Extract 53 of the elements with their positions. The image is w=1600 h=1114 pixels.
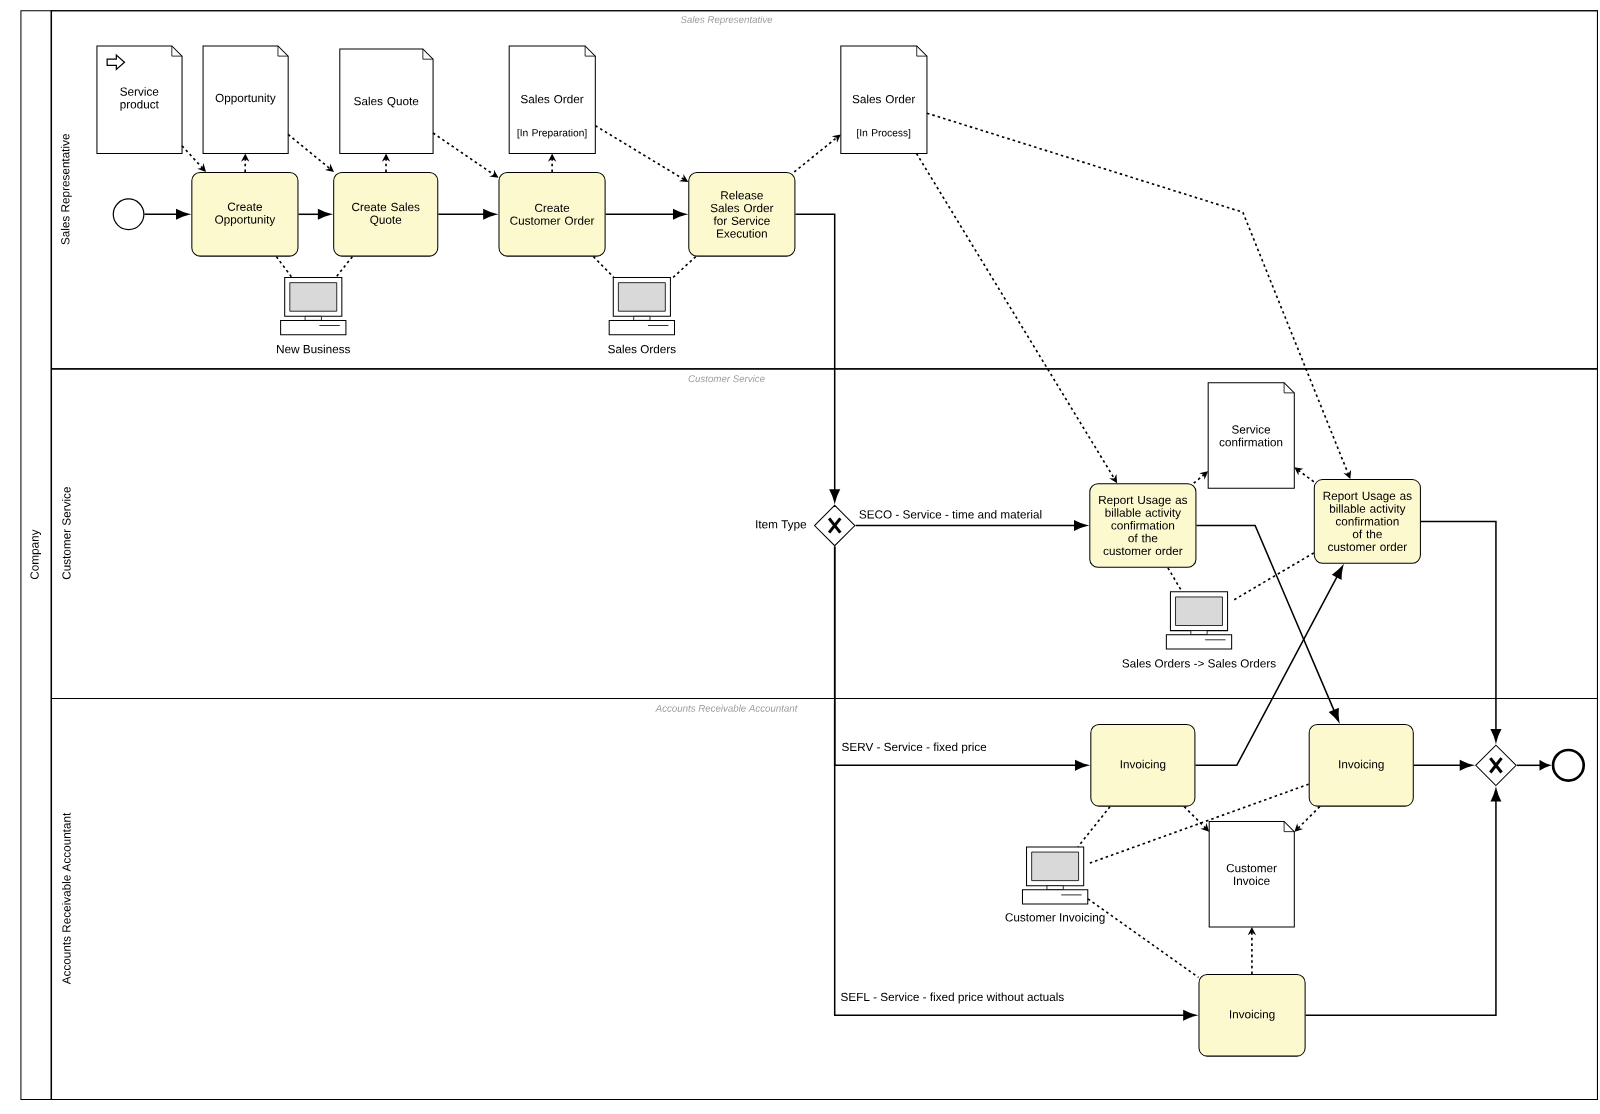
sequence-flow — [143, 209, 189, 220]
data-association — [926, 112, 1352, 479]
data-association — [275, 255, 293, 279]
sequence-flow — [604, 209, 686, 220]
data-object: Sales Order [In Process] — [840, 45, 928, 154]
system-label: Customer Invoicing — [1005, 912, 1105, 924]
edge-label: SEFL - Service - fixed price without actuals — [839, 990, 1066, 1005]
data-object: Sales Quote — [339, 48, 434, 154]
task-box: Invoicing — [1308, 723, 1414, 807]
sequence-flow — [1413, 760, 1473, 771]
sequence-flow — [1304, 788, 1501, 1016]
edge-label: SECO - Service - time and material — [857, 508, 1044, 520]
task-box: Create Opportunity — [191, 171, 299, 257]
data-association — [592, 255, 615, 279]
data-object: Service confirmation — [1207, 382, 1295, 489]
task-box: Report Usage as billable activity confirmation of the customer order — [1089, 483, 1197, 568]
data-association — [1087, 897, 1200, 979]
sequence-flow — [1195, 524, 1340, 722]
sequence-flow — [437, 209, 497, 220]
task-box: Invoicing — [1090, 723, 1196, 807]
gateway-label: Item Type — [756, 520, 807, 531]
start-event — [112, 198, 145, 231]
data-association — [1087, 783, 1310, 865]
sequence-flow — [833, 545, 1197, 1021]
task-box: Report Usage as billable activity confirmation of the customer order — [1313, 478, 1421, 564]
data-association — [672, 255, 697, 279]
data-association — [1294, 805, 1321, 832]
data-association — [1294, 467, 1315, 483]
system-label: Sales Orders — [608, 344, 676, 354]
data-object: Sales Order [In Preparation] — [508, 45, 596, 154]
task-box: Create Customer Order — [498, 171, 606, 257]
sequence-flow — [297, 209, 331, 220]
data-association — [287, 133, 334, 172]
sequence-flow — [1420, 520, 1501, 742]
sequence-flow — [1194, 565, 1344, 766]
task-box: Invoicing — [1198, 973, 1306, 1057]
data-association — [1231, 551, 1315, 602]
task-box: Release Sales Order for Service Execution — [688, 171, 796, 257]
data-association — [181, 144, 206, 172]
data-association — [793, 134, 841, 173]
sequence-flow — [854, 520, 1087, 531]
system-label: New Business — [277, 344, 350, 354]
sequence-flow — [794, 213, 840, 502]
end-event — [1551, 748, 1585, 782]
edge-label: SERV - Service - fixed price — [840, 740, 989, 755]
sequence-flow — [1516, 760, 1550, 771]
data-object: Customer Invoice — [1208, 820, 1295, 928]
data-object: Opportunity — [202, 45, 289, 154]
data-association — [335, 255, 354, 279]
task-box: Create Sales Quote — [333, 171, 439, 257]
data-object: Service product — [96, 45, 183, 154]
data-association — [1077, 805, 1111, 848]
system-label: Sales Orders -> Sales Orders — [1122, 658, 1276, 668]
